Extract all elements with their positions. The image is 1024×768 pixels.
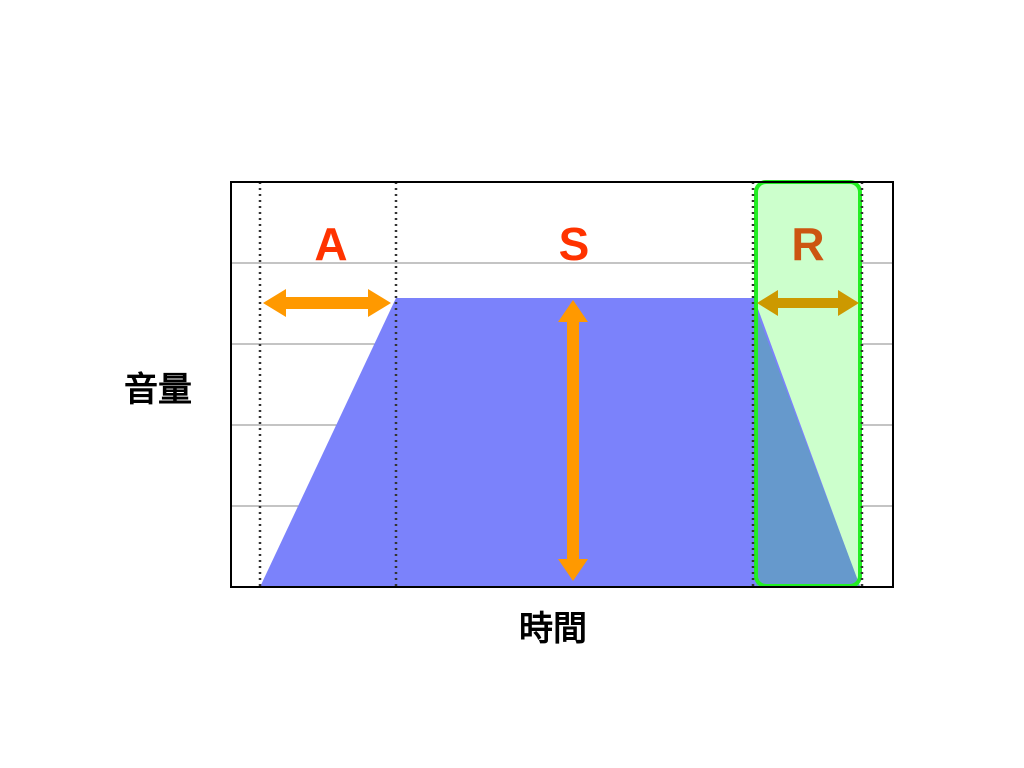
sustain-arrow	[558, 300, 588, 581]
sustain-label: S	[559, 218, 590, 270]
release-arrow	[757, 290, 859, 316]
attack-label: A	[314, 218, 347, 270]
release-label: R	[791, 218, 824, 270]
plot-frame	[230, 181, 894, 588]
x-axis-label: 時間	[519, 609, 587, 649]
envelope-shape	[260, 298, 860, 587]
attack-arrow	[263, 289, 391, 317]
release-overlay	[756, 310, 860, 586]
y-axis-label: 音量	[124, 370, 192, 410]
phase-boundaries	[258, 182, 864, 587]
